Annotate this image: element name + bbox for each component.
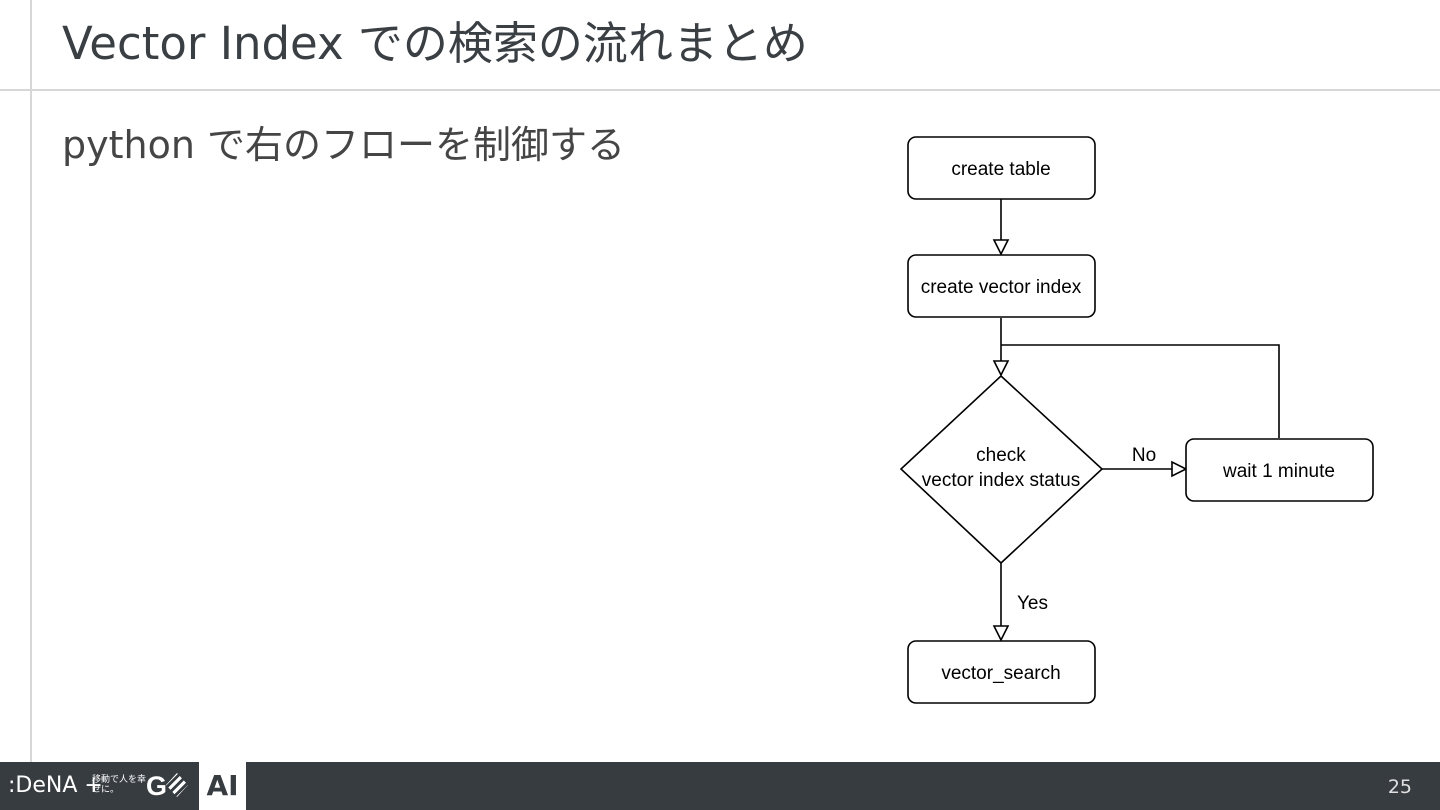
edge-label-no: No: [1132, 445, 1156, 466]
ai-label: AI: [206, 769, 239, 802]
go-logo-mark-icon: [166, 773, 188, 797]
arrowhead-index: [992, 239, 1010, 256]
node-wait: [1185, 438, 1374, 502]
go-logo: G: [146, 771, 168, 801]
edge-label-yes: Yes: [1017, 593, 1048, 614]
arrowhead-wait: [1171, 460, 1188, 478]
arrowhead-search: [992, 625, 1010, 642]
label-check-line1: check: [976, 445, 1026, 466]
edge-wait-to-check: [1001, 344, 1280, 438]
title-divider: [0, 89, 1440, 91]
dena-logo: :DeNA +: [8, 773, 103, 798]
label-check-line2: vector index status: [922, 470, 1080, 491]
node-vector-search: [907, 640, 1096, 704]
label-create-table: create table: [951, 159, 1050, 180]
label-wait: wait 1 minute: [1222, 461, 1335, 482]
ai-badge: AI: [199, 762, 246, 810]
node-create-vector-index: [907, 254, 1096, 318]
label-vector-search: vector_search: [941, 663, 1060, 684]
node-check-status: [899, 374, 1104, 565]
page-subtitle: python で右のフローを制御する: [62, 123, 626, 167]
node-create-table: [907, 136, 1096, 200]
footer-bar: :DeNA + 移動で人を幸せに。 G AI 25: [0, 762, 1440, 810]
arrowhead-check: [992, 360, 1010, 377]
label-create-vector-index: create vector index: [921, 277, 1082, 298]
left-divider: [30, 0, 32, 762]
flowchart: create table create vector index check v…: [899, 136, 1374, 704]
page-number: 25: [1387, 776, 1412, 798]
go-tagline: 移動で人を幸せに。: [92, 775, 147, 795]
page-title: Vector Index での検索の流れまとめ: [62, 17, 808, 70]
